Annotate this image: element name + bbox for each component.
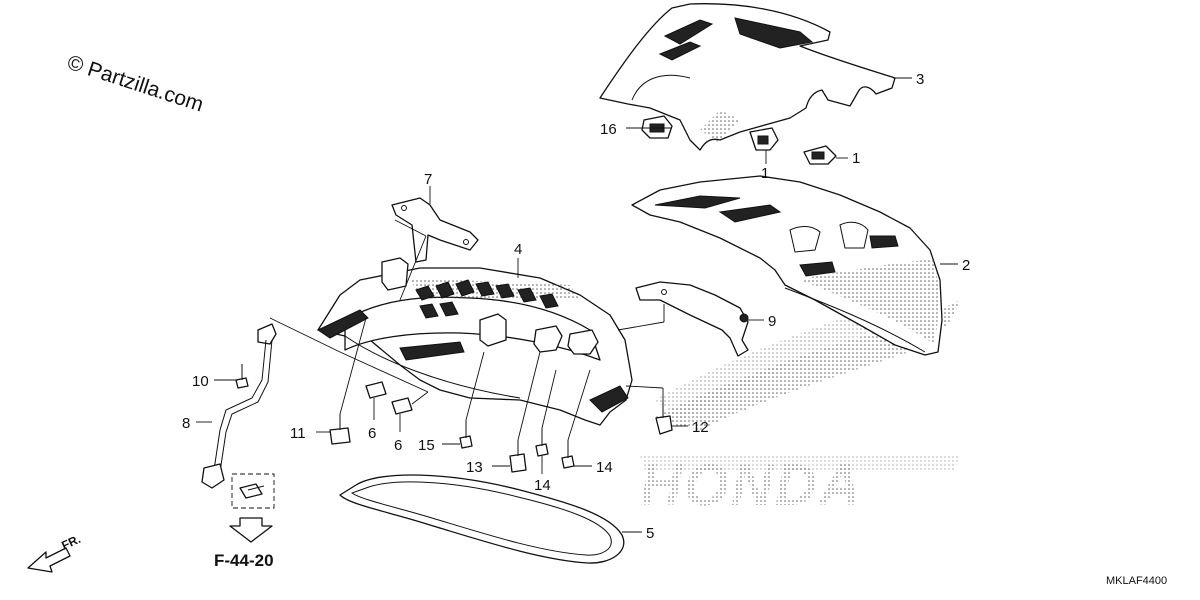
copyright-watermark: © Partzilla.com: [64, 51, 206, 117]
callout-6-right: 6: [394, 437, 402, 454]
callout-5: 5: [646, 525, 654, 542]
callout-13: 13: [466, 459, 483, 476]
part-11-bolt[interactable]: [329, 414, 351, 445]
part-1-clip-b[interactable]: [803, 145, 837, 165]
callout-16: 16: [600, 121, 617, 138]
honda-text-watermark: HONDA: [640, 453, 863, 518]
callout-3: 3: [916, 71, 924, 88]
part-16-clip[interactable]: [641, 115, 673, 139]
cross-reference-link[interactable]: F-44-20: [214, 551, 274, 570]
callout-1-center: 1: [761, 165, 769, 182]
callout-10: 10: [192, 373, 209, 390]
callout-14-left: 14: [534, 477, 551, 494]
leader-lines: [196, 77, 958, 533]
callout-2: 2: [962, 257, 970, 274]
part-6-rubber-b[interactable]: [391, 397, 413, 415]
part-2-front-shell[interactable]: [631, 175, 943, 356]
part-12-bolt[interactable]: [655, 402, 673, 435]
part-7-bracket[interactable]: [391, 197, 479, 263]
callout-8: 8: [182, 415, 190, 432]
down-arrow-icon: [229, 517, 273, 543]
front-direction-arrow-icon: [27, 547, 71, 573]
reference-screw-box: [231, 473, 275, 509]
callout-9: 9: [768, 313, 776, 330]
part-9-bracket[interactable]: [635, 281, 749, 357]
diagram-code: MKLAF4400: [1106, 575, 1167, 587]
callout-numbers: 3 16 1 1 2 7 4 9 10 8 11 6 6 15 13 14 14…: [182, 71, 970, 542]
callout-12: 12: [692, 419, 709, 436]
callout-6-left: 6: [368, 425, 376, 442]
callout-4: 4: [514, 241, 522, 258]
front-indicator-label: FR.: [59, 532, 82, 553]
part-14-screw-a[interactable]: [535, 428, 549, 457]
housing-slots: [415, 279, 559, 319]
part-15-screw[interactable]: [459, 420, 473, 449]
part-10-screw[interactable]: [235, 364, 249, 389]
part-8-stay[interactable]: [201, 323, 277, 489]
callout-7: 7: [424, 171, 432, 188]
callout-11: 11: [290, 425, 306, 442]
callout-1-right: 1: [852, 150, 860, 167]
part-5-seal[interactable]: [339, 474, 625, 564]
part-1-clip-a[interactable]: [749, 127, 779, 151]
callout-14-right: 14: [596, 459, 613, 476]
part-6-rubber-a[interactable]: [365, 381, 387, 399]
part-14-screw-b[interactable]: [561, 440, 575, 469]
part-13-bolt[interactable]: [509, 440, 527, 473]
part-3-upper-cover[interactable]: [599, 3, 896, 151]
callout-15: 15: [418, 437, 435, 454]
part-4-meter-housing[interactable]: [316, 257, 633, 426]
